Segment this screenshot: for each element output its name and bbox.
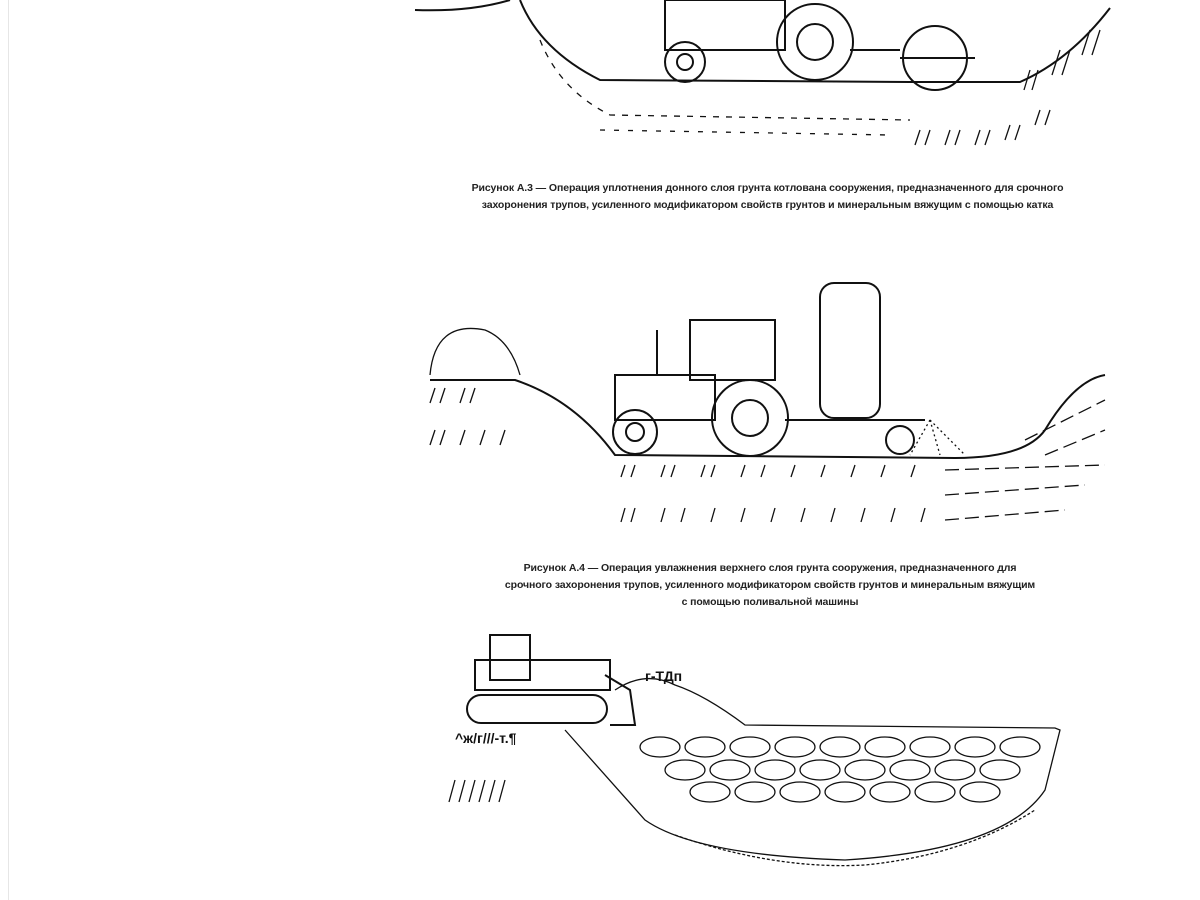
caption-line: срочного захоронения трупов, усиленного … <box>504 579 1036 591</box>
annotation-label: ^ж/г///-т.¶ <box>455 730 517 746</box>
figure-a4-illustration <box>429 282 1106 523</box>
caption-line: с помощью поливальной машины <box>681 596 859 608</box>
figure-a4-caption: Рисунок А.4 — Операция увлажнения верхне… <box>425 560 1115 611</box>
figure-a5-illustration <box>448 634 1061 867</box>
caption-line: Рисунок А.3 — Операция уплотнения донног… <box>471 182 1064 194</box>
figure-a3-illustration <box>414 0 1111 146</box>
caption-line: захоронения трупов, усиленного модификат… <box>481 199 1054 211</box>
figure-a3-caption: Рисунок А.3 — Операция уплотнения донног… <box>395 180 1140 214</box>
caption-line: Рисунок А.4 — Операция увлажнения верхне… <box>523 562 1017 574</box>
tractor <box>664 0 900 83</box>
water-tank <box>785 282 966 456</box>
tractor <box>612 319 789 457</box>
roller <box>900 25 975 91</box>
page-edge <box>8 0 9 900</box>
stone-fill <box>639 736 1041 803</box>
annotation-label: г-ТДп <box>645 668 683 684</box>
bulldozer <box>466 634 637 726</box>
